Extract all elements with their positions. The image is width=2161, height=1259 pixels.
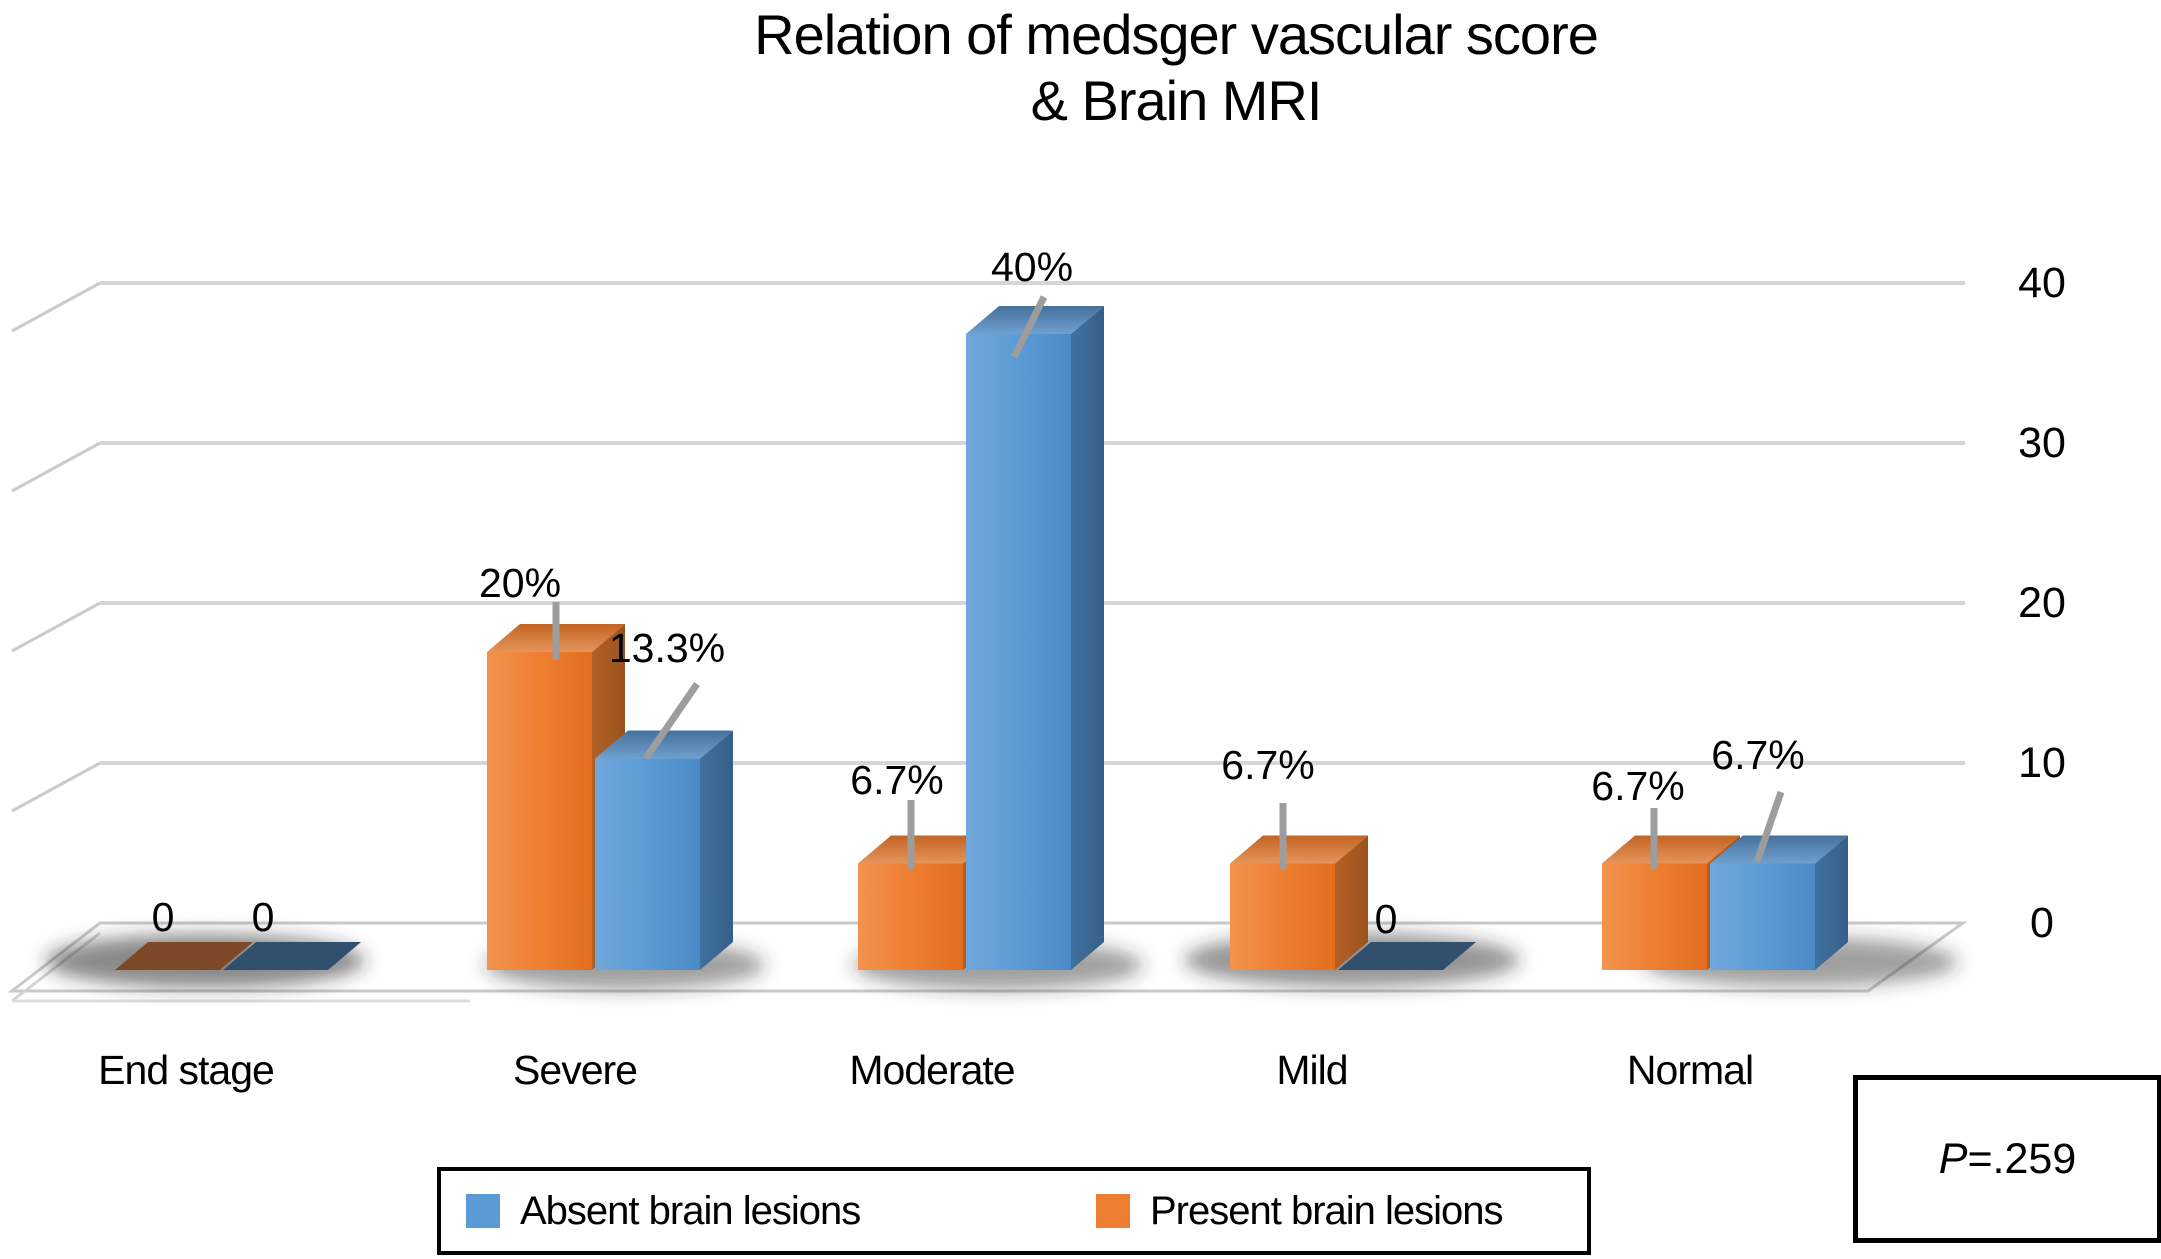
x-axis-label-moderate: Moderate: [849, 1047, 1015, 1093]
data-label-absent-4: 6.7%: [1711, 732, 1804, 778]
legend-swatch-present: [1096, 1194, 1130, 1228]
chart-title-line1: Relation of medsger vascular score: [754, 3, 1599, 66]
gridline-diagonal: [11, 441, 101, 493]
data-label-leader-line: [1010, 295, 1048, 359]
data-label-absent-3: 0: [1375, 896, 1398, 942]
data-label-leader-line: [1753, 790, 1785, 864]
data-label-absent-1: 13.3%: [609, 625, 725, 671]
y-axis-tick-label-0: 0: [2030, 899, 2054, 947]
x-axis-label-mild: Mild: [1276, 1047, 1348, 1093]
data-label-present-4: 6.7%: [1591, 763, 1684, 809]
y-axis-tick-label-40: 40: [2018, 259, 2066, 307]
legend-label-absent: Absent brain lesions: [520, 1188, 861, 1233]
x-axis-label-end-stage: End stage: [98, 1047, 275, 1093]
data-label-absent-2: 40%: [991, 244, 1073, 290]
y-axis-tick-label-10: 10: [2018, 739, 2066, 787]
gridline-diagonal: [11, 281, 101, 333]
legend: Absent brain lesions Present brain lesio…: [437, 1167, 1591, 1255]
bar-absent-end-stage: [223, 942, 361, 970]
chart-title: Relation of medsger vascular score & Bra…: [754, 2, 1599, 134]
legend-label-present: Present brain lesions: [1150, 1188, 1504, 1233]
legend-item-present: Present brain lesions: [1096, 1171, 1504, 1251]
data-label-present-3: 6.7%: [1221, 742, 1314, 788]
bar-absent-mild: [1338, 942, 1476, 970]
legend-swatch-absent: [466, 1194, 500, 1228]
x-axis-label-severe: Severe: [513, 1047, 638, 1093]
bar-present-mild: [1230, 835, 1368, 970]
data-label-present-1: 20%: [479, 560, 561, 606]
bar-absent-severe: [595, 730, 733, 970]
data-label-leader-line: [643, 682, 700, 760]
y-axis-tick-label-30: 30: [2018, 419, 2066, 467]
bar-absent-moderate: [966, 306, 1104, 970]
bar-absent-normal: [1710, 835, 1848, 970]
data-label-absent-0: 0: [252, 894, 275, 940]
y-axis-tick-label-20: 20: [2018, 579, 2066, 627]
data-label-present-0: 0: [152, 894, 175, 940]
p-value-text: =.259: [1967, 1134, 2077, 1183]
legend-item-absent: Absent brain lesions: [466, 1171, 861, 1251]
x-axis-label-normal: Normal: [1626, 1047, 1754, 1093]
p-value-box: P=.259: [1853, 1075, 2161, 1243]
data-label-present-2: 6.7%: [850, 757, 943, 803]
bar-present-end-stage: [115, 942, 253, 970]
chart-title-line2: & Brain MRI: [1030, 69, 1323, 132]
p-value-prefix: P: [1938, 1134, 1968, 1183]
gridline-diagonal: [11, 601, 101, 653]
gridline-diagonal: [11, 761, 101, 813]
